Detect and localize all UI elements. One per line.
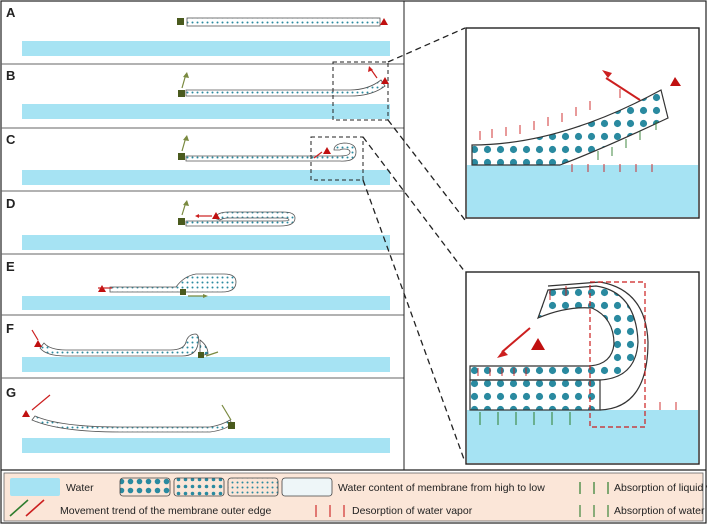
panel-b-membrane [178,61,389,121]
triangle-marker [34,340,42,347]
water-strip-f [22,357,390,372]
zoom-box-b [332,61,389,121]
water-strips [22,41,390,453]
legend-movement-trend-label: Movement trend of the membrane outer edg… [60,505,271,517]
content-swatch-high [119,477,171,497]
panel-d-membrane [178,200,296,227]
square-marker [178,90,185,97]
panel-g-membrane [22,394,235,433]
content-swatch-low [281,477,333,497]
panel-label-g: G [6,385,16,400]
triangle-marker [212,212,220,219]
panel-label-b: B [6,68,15,83]
zoom-panel-bottom [465,271,700,465]
legend: Water Water content of membrane from hig… [3,472,707,522]
panel-label-f: F [6,321,14,336]
zoom-panel-top [465,27,700,219]
content-swatch-medium-low [227,477,279,497]
liquid-absorption-icon [579,482,609,494]
vapor-absorption-icon [579,505,609,517]
panel-label-e: E [6,259,15,274]
panel-a-membrane [177,17,388,27]
triangle-marker [381,77,389,84]
square-marker [180,289,186,295]
zoom-box-c [310,136,364,181]
water-strip-b [22,104,390,119]
legend-water-label: Water [66,482,94,494]
panel-label-a: A [6,5,16,20]
square-marker [228,422,235,429]
zoom-connectors [362,27,466,463]
water-swatch [10,478,60,496]
panel-label-c: C [6,132,16,147]
water-strip-a [22,41,390,56]
water-strip-c [22,170,390,185]
square-marker [177,18,184,25]
triangle-marker [380,18,388,25]
water-strip-e [22,296,390,310]
legend-vapor-desorption-label: Desorption of water vapor [352,505,473,517]
vapor-desorption-icon [315,505,345,517]
panel-stack [1,1,706,471]
legend-vapor-absorption-label: Absorption of water vapor [614,505,707,517]
movement-trend-icon [9,499,45,517]
water-strip-g [22,438,390,453]
square-marker [178,153,185,160]
content-swatch-medium-high [173,477,225,497]
water-strip-d [22,235,390,250]
legend-liquid-absorption-label: Absorption of liquid water [614,482,707,494]
triangle-marker [22,410,30,417]
triangle-marker [323,147,331,154]
square-marker [178,218,185,225]
panel-e-membrane [98,273,237,298]
panel-f-membrane [31,329,219,358]
panel-label-d: D [6,196,15,211]
legend-water-content-label: Water content of membrane from high to l… [338,482,545,494]
panel-c-membrane [178,135,364,181]
square-marker [198,352,204,358]
